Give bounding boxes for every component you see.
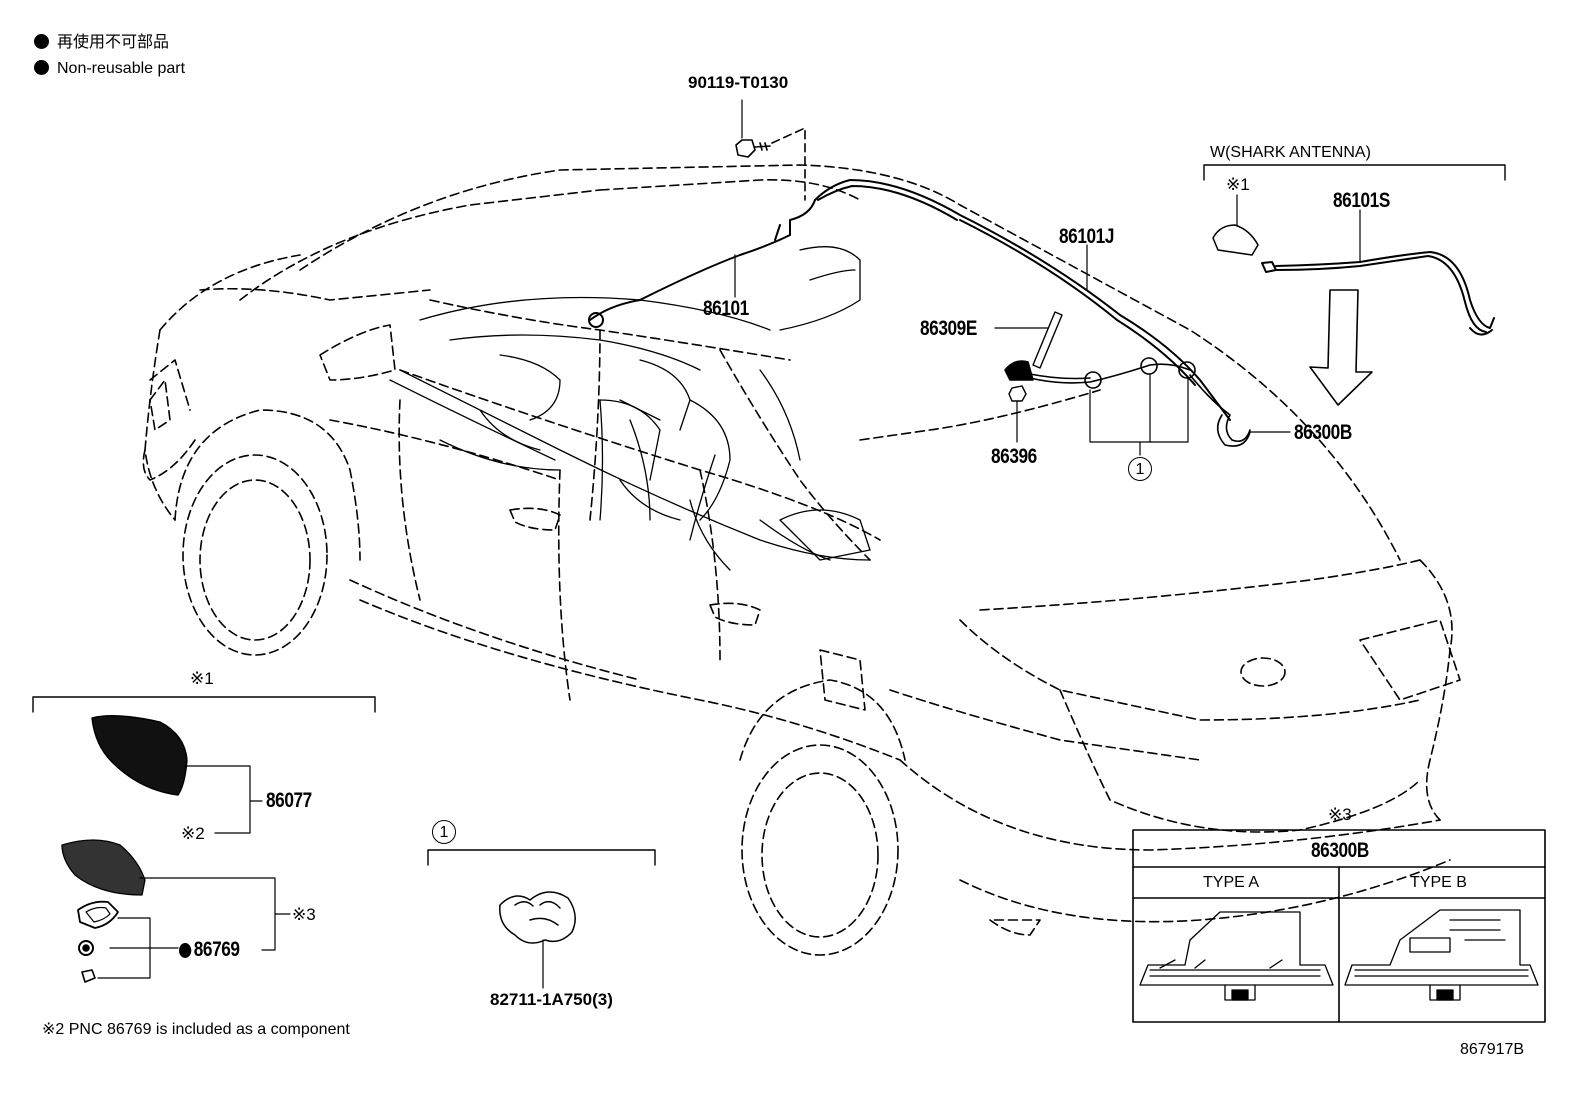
legend-english: Non-reusable part — [34, 60, 185, 77]
screw-part — [81, 969, 96, 983]
type-b-drawing — [1344, 909, 1539, 1001]
bolt-90119-T0130 — [735, 127, 806, 201]
part-label-86101S: 86101S — [1333, 189, 1390, 212]
car-body-outline — [142, 164, 1461, 936]
shark-cord-86101S — [1261, 209, 1495, 336]
shark-bracket — [1203, 164, 1506, 181]
mark1-label-top: ※1 — [1226, 175, 1250, 194]
part-label-86300B: 86300B — [1294, 421, 1352, 444]
non-reusable-dot-icon — [34, 60, 49, 75]
diagram-id: 867917B — [1460, 1041, 1525, 1058]
leader-86077 — [184, 765, 251, 834]
non-reusable-dot-icon — [34, 34, 49, 49]
gasket-86769 — [77, 900, 119, 929]
antenna-base — [1004, 357, 1251, 447]
antenna-pole-86309E — [1032, 311, 1063, 369]
bracket-circle-1 — [1089, 374, 1189, 456]
circle-1-label-detail: 1 — [432, 820, 456, 844]
shark-base-body — [61, 839, 146, 896]
mark1-label-detail: ※1 — [190, 669, 214, 688]
clamp-82711 — [499, 891, 576, 989]
part-label-86101: 86101 — [703, 297, 749, 320]
footnote: ※2 PNC 86769 is included as a component — [42, 1021, 350, 1038]
leader-gasket — [97, 917, 151, 979]
interior — [389, 246, 871, 571]
type-a-drawing — [1139, 911, 1334, 1001]
direction-arrow — [1309, 289, 1373, 406]
part-label-86101J: 86101J — [1059, 225, 1115, 248]
rear-wheel — [741, 744, 899, 956]
clamp-bracket — [427, 849, 656, 866]
part-label-86769: 86769 — [179, 939, 240, 960]
mark1-bracket — [32, 696, 376, 713]
part-label-clamp: 82711-1A750(3) — [490, 990, 613, 1009]
part-label-bolt: 90119-T0130 — [688, 73, 789, 92]
front-wheel — [182, 454, 328, 656]
legend-japanese: 再使用不可部品 — [34, 34, 169, 51]
part-label-86396: 86396 — [991, 445, 1037, 468]
nut-86396 — [1008, 385, 1027, 443]
inset-title: 86300B — [1311, 839, 1369, 862]
nut-part — [78, 940, 94, 956]
antenna-harness-86101 — [588, 179, 1231, 421]
inset-type-b: TYPE B — [1410, 874, 1467, 891]
inset-type-a: TYPE A — [1203, 874, 1260, 891]
non-reusable-dot-icon — [179, 943, 192, 958]
shark-group-label: W(SHARK ANTENNA) — [1210, 144, 1371, 161]
part-label-86077: 86077 — [266, 789, 312, 812]
circle-1-label: 1 — [1128, 457, 1152, 481]
shark-antenna-small — [1212, 194, 1259, 256]
mark3-label-inset: ※3 — [1328, 805, 1352, 824]
inset-box — [1132, 829, 1546, 1023]
shark-cover-86077 — [91, 715, 188, 796]
mark3-label-detail: ※3 — [292, 905, 316, 924]
part-label-86309E: 86309E — [920, 317, 977, 340]
mark2-label: ※2 — [181, 824, 205, 843]
